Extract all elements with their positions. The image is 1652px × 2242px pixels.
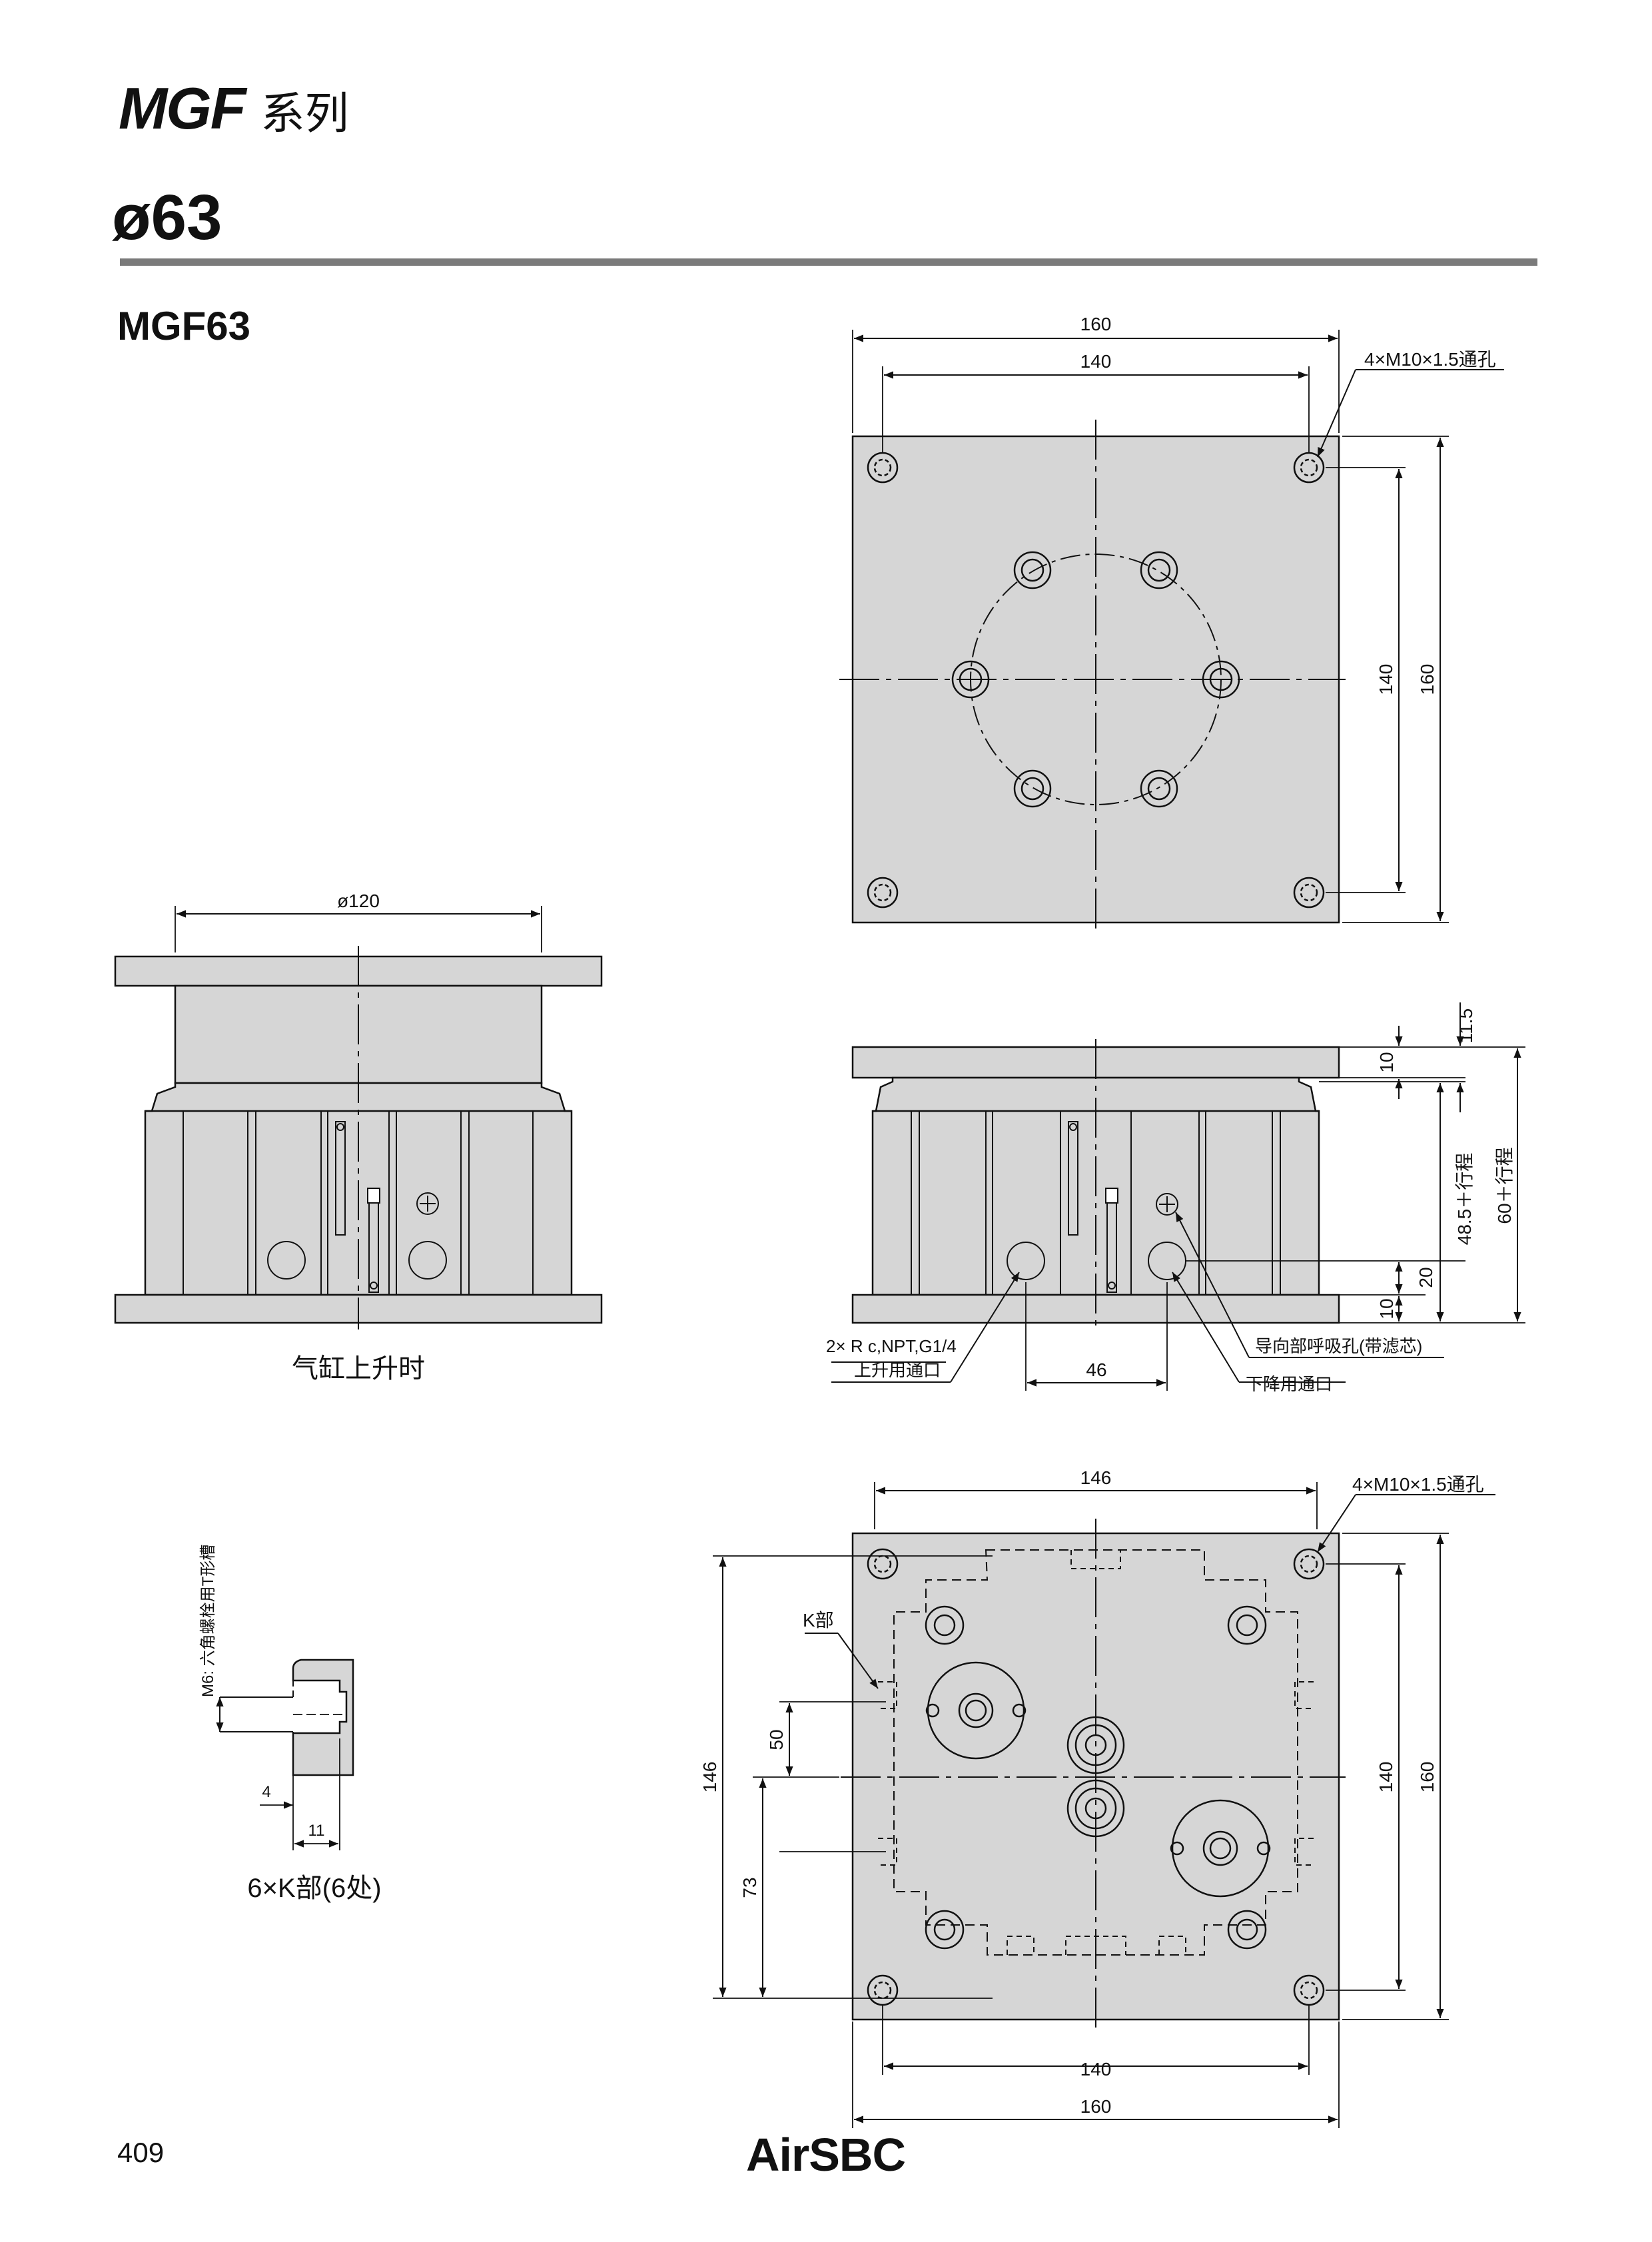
dim-160-right: 160 — [1417, 664, 1438, 695]
dim-11-5: 11.5 — [1455, 1008, 1476, 1043]
bottom-mount-hole — [1227, 1910, 1267, 1950]
dim-160-top: 160 — [1080, 314, 1112, 334]
caption-raised: 气缸上升时 — [292, 1354, 425, 1383]
bottom-mount-hole — [1227, 1605, 1267, 1645]
dim-146-top: 146 — [1080, 1467, 1112, 1488]
pcd-hole — [1013, 551, 1052, 589]
pcd-hole — [1140, 769, 1178, 808]
bottom-center-hole — [1066, 1716, 1125, 1774]
side-view-up-labels: ø120 气缸上升时 — [292, 891, 425, 1383]
top-view-labels: 160 140 140 160 4×M10×1.5通孔 — [1080, 314, 1496, 695]
dim-60-stroke: 60＋行程 — [1494, 1147, 1515, 1224]
bottom-corner-hole — [867, 1548, 899, 1580]
port-up-label: 上升用通口 — [854, 1360, 941, 1380]
dim-4: 4 — [262, 1783, 270, 1801]
bottom-view-labels: 146 140 160 140 160 146 50 73 4×M10×1.5通… — [699, 1467, 1484, 2117]
bottom-corner-hole — [1293, 1548, 1325, 1580]
port-spec: 2× R c,NPT,G1/4 — [826, 1336, 957, 1356]
model-title: MGF63 — [117, 304, 251, 348]
pcd-hole — [1202, 660, 1240, 699]
side-view-labels: 11.5 10 48.5＋行程 60＋行程 20 10 46 2× R c,NP… — [826, 1008, 1515, 1394]
dim-120: ø120 — [337, 891, 380, 911]
k-label: K部 — [803, 1610, 834, 1631]
bottom-mount-hole — [925, 1910, 965, 1950]
caption-k: 6×K部(6处) — [247, 1874, 381, 1903]
dim-140-right: 140 — [1376, 664, 1396, 695]
pcd-hole — [951, 660, 990, 699]
dim-140-top: 140 — [1080, 351, 1112, 372]
dim-140-bottom: 140 — [1080, 2059, 1112, 2079]
page-number: 409 — [117, 2137, 165, 2168]
dim-73: 73 — [739, 1877, 760, 1898]
bottom-center-hole — [1066, 1779, 1125, 1838]
dim-140-bottom-right: 140 — [1376, 1762, 1396, 1793]
bottom-port-boss — [1170, 1799, 1271, 1898]
dim-46: 46 — [1086, 1359, 1106, 1380]
brand-logo: AirSBC — [746, 2129, 906, 2181]
dim-160-bottom-right: 160 — [1417, 1762, 1438, 1793]
detail-k-labels: M6: 六角螺栓用T形槽 4 11 6×K部(6处) — [199, 1545, 382, 1903]
dim-146-left: 146 — [699, 1762, 720, 1793]
dim-10-plate: 10 — [1376, 1052, 1397, 1072]
port-down-label: 下降用通口 — [1246, 1374, 1332, 1394]
corner-hole — [867, 877, 899, 909]
corner-hole — [1293, 877, 1325, 909]
pcd-hole — [1140, 551, 1178, 589]
dim-160-bottom: 160 — [1080, 2096, 1112, 2117]
dim-10-base: 10 — [1376, 1298, 1397, 1319]
dim-50: 50 — [766, 1729, 787, 1750]
top-view — [839, 330, 1504, 929]
detail-k — [216, 1659, 354, 1850]
dim-20: 20 — [1416, 1267, 1436, 1288]
header-rule — [120, 258, 1537, 266]
pcd-hole — [1013, 769, 1052, 808]
side-view-up — [114, 906, 603, 1329]
bore-size: ø63 — [112, 182, 222, 253]
bottom-port-boss — [925, 1661, 1027, 1760]
breather-label: 导向部呼吸孔(带滤芯) — [1255, 1336, 1422, 1356]
bottom-mount-hole — [925, 1605, 965, 1645]
bottom-view — [713, 1482, 1495, 2128]
t-slot-label: M6: 六角螺栓用T形槽 — [199, 1545, 217, 1697]
hole-note-top: 4×M10×1.5通孔 — [1364, 349, 1496, 370]
dim-48-5-stroke: 48.5＋行程 — [1454, 1153, 1475, 1246]
dim-11: 11 — [308, 1822, 325, 1840]
side-view — [831, 1002, 1525, 1391]
hole-note-bottom: 4×M10×1.5通孔 — [1352, 1474, 1484, 1495]
